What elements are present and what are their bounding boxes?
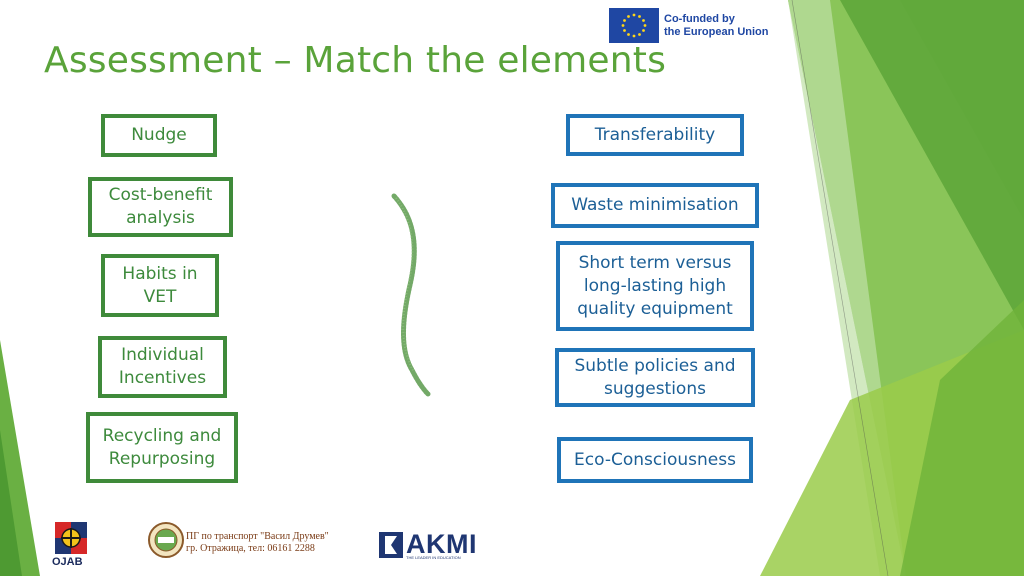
right-item-line: long-lasting high bbox=[583, 275, 727, 296]
school-name-line2: гр. Отражица, тел: 06161 2288 bbox=[186, 543, 315, 554]
right-item-waste-minimisation[interactable]: Waste minimisation bbox=[551, 183, 759, 228]
right-green-band-dark bbox=[840, 0, 1024, 330]
right-item-line: Eco-Consciousness bbox=[574, 449, 736, 470]
akmi-wordmark: AKMI bbox=[406, 529, 477, 559]
left-green-wedge-dark bbox=[0, 430, 22, 576]
left-item-line: Incentives bbox=[118, 368, 207, 388]
eu-flag-icon bbox=[609, 8, 659, 43]
left-item-line: Habits in bbox=[122, 263, 198, 284]
left-item-line: VET bbox=[143, 286, 177, 307]
left-item-line: Recycling and bbox=[102, 425, 222, 446]
ojab-label: ОJAB bbox=[52, 556, 83, 568]
left-item-line: Nudge bbox=[131, 125, 187, 145]
left-item-line: analysis bbox=[126, 208, 195, 228]
left-item-line: Repurposing bbox=[108, 448, 216, 469]
left-item-line: Individual bbox=[121, 345, 204, 365]
school-name-line1: ПГ по транспорт "Васил Друмев" bbox=[186, 531, 329, 542]
left-item-cost-benefit[interactable]: Cost-benefit analysis bbox=[88, 177, 233, 237]
thin-divider-line bbox=[791, 0, 889, 576]
school-crest-icon bbox=[148, 522, 184, 558]
bottom-right-dark-shape bbox=[900, 300, 1024, 576]
right-item-line: Subtle policies and bbox=[574, 355, 736, 376]
akmi-tagline: THE LEADER IN EDUCATION bbox=[406, 555, 461, 560]
right-item-line: Transferability bbox=[594, 124, 716, 145]
eu-badge-line1: Co-funded by bbox=[664, 12, 735, 25]
school-name-text: ПГ по транспорт "Васил Друмев" гр. Отраж… bbox=[186, 531, 329, 555]
left-item-line: Cost-benefit bbox=[108, 185, 213, 205]
right-item-line: suggestions bbox=[604, 378, 706, 399]
right-item-line: quality equipment bbox=[577, 298, 733, 319]
right-item-transferability[interactable]: Transferability bbox=[566, 114, 744, 156]
eu-badge-text: Co-funded by the European Union bbox=[664, 13, 769, 39]
right-item-line: Waste minimisation bbox=[571, 195, 739, 215]
ojab-logo-icon bbox=[55, 522, 87, 554]
right-item-line: Short term versus bbox=[578, 252, 732, 273]
squiggle-connector-icon bbox=[391, 193, 431, 397]
eu-cofunded-badge: Co-funded by the European Union bbox=[609, 8, 769, 43]
right-item-eco-consciousness[interactable]: Eco-Consciousness bbox=[557, 437, 753, 483]
akmi-logo-icon bbox=[379, 532, 403, 558]
left-item-nudge[interactable]: Nudge bbox=[101, 114, 217, 157]
page-title: Assessment – Match the elements bbox=[44, 40, 667, 81]
eu-badge-line2: the European Union bbox=[664, 25, 769, 38]
